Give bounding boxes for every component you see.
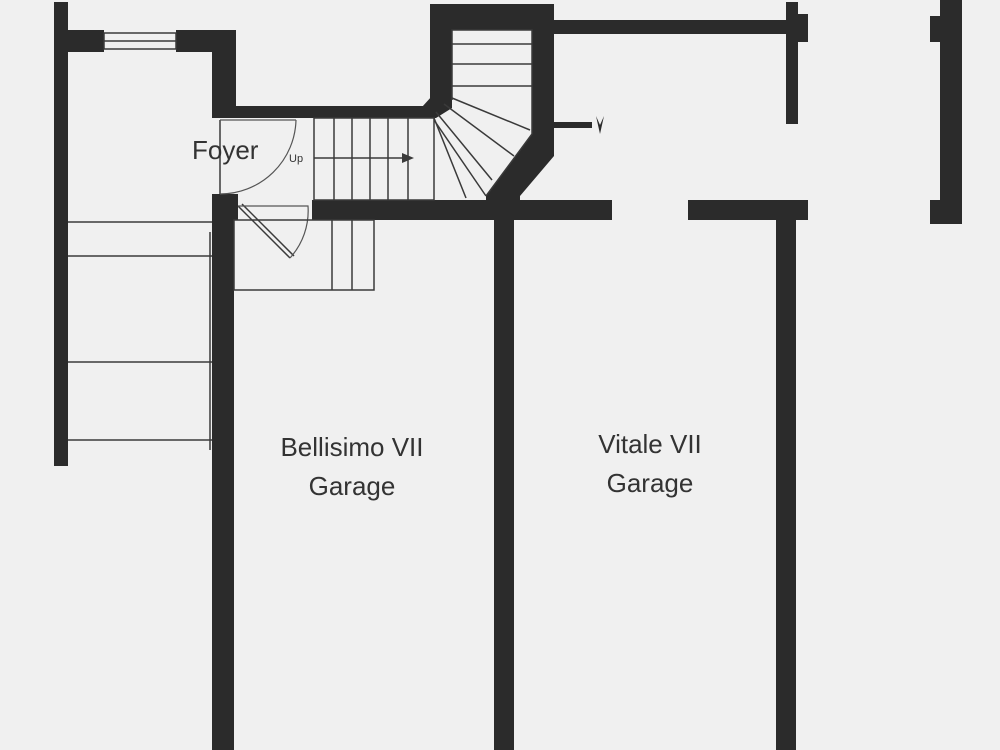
- wall-foyer-west-top: [212, 30, 236, 116]
- wall-far-right-bottom: [930, 200, 962, 224]
- foyer-door: [219, 119, 297, 195]
- wall-foyer-top: [212, 106, 432, 118]
- wall-far-right: [940, 0, 962, 224]
- wall-light-stub: [552, 122, 592, 128]
- light-fixture-icon: [596, 116, 604, 134]
- stair-straight: [313, 117, 435, 201]
- wall-far-right-jog: [930, 16, 944, 42]
- room-label-garage-right-line2: Garage: [607, 468, 694, 498]
- garage-door: [237, 203, 309, 259]
- window: [103, 32, 177, 50]
- walls: [54, 0, 962, 750]
- room-label-garage-left-line2: Garage: [309, 471, 396, 501]
- wall-top-right: [554, 20, 808, 34]
- wall-garage-left: [212, 194, 234, 750]
- wall-left-outer: [54, 2, 68, 466]
- wall-stair-right: [532, 4, 554, 154]
- room-label-foyer: Foyer: [192, 135, 259, 165]
- wall-top-left-a: [54, 30, 104, 52]
- wall-garage-right: [776, 200, 796, 750]
- wall-stair-diagonal: [486, 134, 554, 220]
- wall-stair-top: [430, 4, 546, 30]
- room-label-garage-left-line1: Bellisimo VII: [280, 432, 423, 462]
- stair-winder: [433, 29, 533, 199]
- room-label-garage-right-line1: Vitale VII: [598, 429, 702, 459]
- stair-up-arrow-icon: [314, 153, 414, 163]
- wall-stair-bottom: [312, 200, 612, 220]
- landing-steps: [233, 219, 375, 291]
- wall-garage-middle: [494, 200, 514, 750]
- exterior-steps: [68, 221, 212, 450]
- wall-top-right-cap: [786, 14, 808, 42]
- wall-stair-corner: [412, 96, 452, 118]
- stair-up-label: Up: [289, 153, 303, 165]
